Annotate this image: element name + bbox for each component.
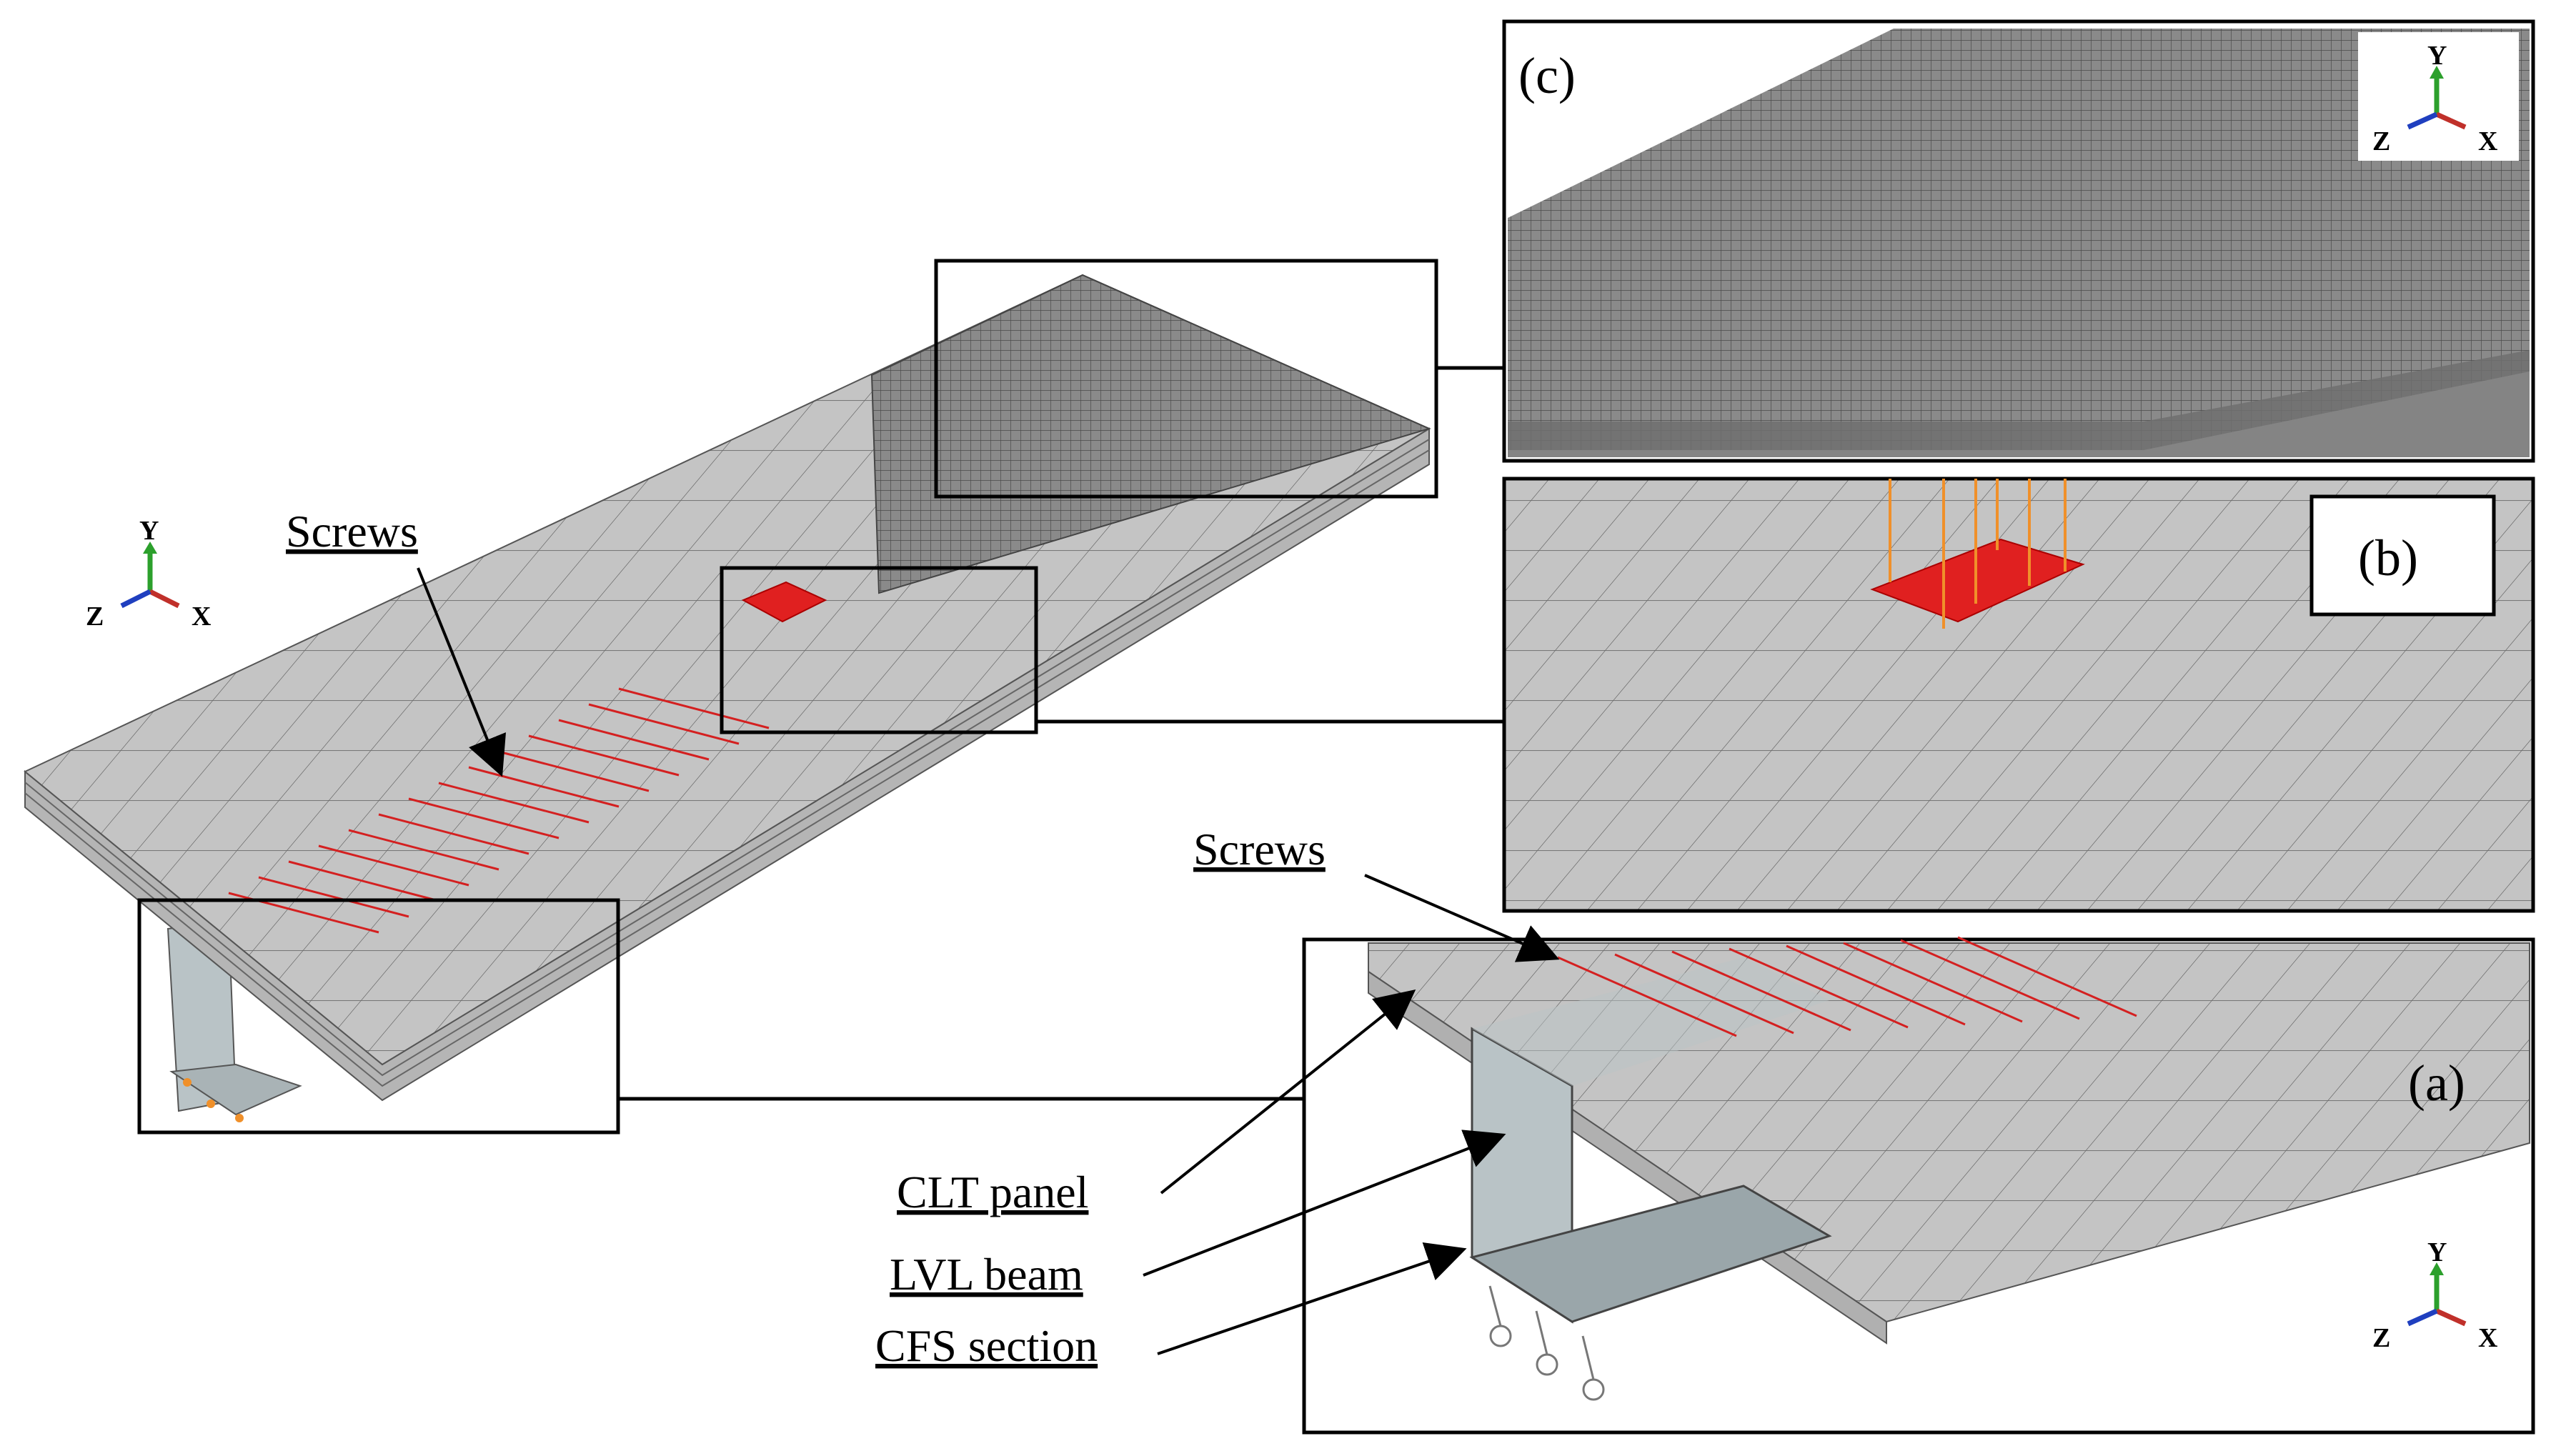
panel-c-label: (c) <box>1518 47 1576 104</box>
screw <box>528 734 680 777</box>
screw <box>1786 944 1966 1026</box>
screw <box>1729 947 1909 1029</box>
lvl-beam-arrow <box>1143 1130 1506 1277</box>
panel-c-axis-triad: Y X Z <box>2358 32 2519 161</box>
screws-main-arrow <box>417 567 507 777</box>
screw <box>1957 936 2137 1017</box>
screw <box>378 813 529 855</box>
panel-layer-lines <box>24 439 1430 1087</box>
panel-b-label: (b) <box>2358 529 2418 587</box>
screw <box>348 829 499 871</box>
panel-a-supports <box>1488 1285 1605 1401</box>
screw <box>1843 942 2023 1023</box>
screw <box>1557 956 1737 1037</box>
panel-c-axis-y: Y <box>2427 41 2447 71</box>
screw <box>588 703 740 745</box>
clt-panel-arrow <box>1160 989 1416 1195</box>
callout-connectors <box>618 366 1504 1101</box>
panel-b-load-arrows <box>1889 479 2067 629</box>
screw <box>318 844 469 887</box>
panel-a-beam-flange <box>1469 1185 1832 1323</box>
panel-a-axis-z: Z <box>2372 1323 2390 1353</box>
callout-box-a <box>137 898 620 1135</box>
main-axis-triad: Y X Z <box>86 516 211 632</box>
main-supports <box>183 1078 244 1122</box>
screw <box>288 860 439 902</box>
panel-a-axis-x: X <box>2478 1323 2497 1353</box>
cfs-section-arrow <box>1157 1242 1467 1355</box>
callout-box-c <box>934 259 1438 499</box>
main-axis-z-label: Z <box>86 602 104 632</box>
panel-c-side <box>1508 350 2530 457</box>
main-screws <box>228 687 770 934</box>
fine-mesh-region <box>870 274 1431 594</box>
screw <box>1671 950 1851 1032</box>
screw <box>1614 953 1794 1034</box>
panel-c-axis-z: Z <box>2372 126 2390 156</box>
screw <box>558 719 710 761</box>
screw <box>258 876 409 918</box>
main-beam-flange <box>169 1063 302 1116</box>
screws-detail-label: Screws <box>1193 824 1326 874</box>
lvl-beam-label: LVL beam <box>890 1249 1083 1300</box>
main-axis-x-label: X <box>192 602 211 632</box>
screw <box>618 687 770 729</box>
panel-c-axis-x: X <box>2478 126 2497 156</box>
panel-a-axis-triad: Y X Z <box>2372 1237 2497 1353</box>
panel-a-axis-y: Y <box>2427 1237 2447 1267</box>
screw <box>498 750 650 792</box>
screw <box>1900 939 2080 1020</box>
panel-a-label: (a) <box>2408 1054 2465 1112</box>
main-model <box>24 274 1431 1122</box>
screws-detail-arrow <box>1364 874 1560 962</box>
panel-a: (a) Y X Z <box>1302 936 2535 1435</box>
main-axis-y-label: Y <box>139 516 159 546</box>
screws-main-label: Screws <box>286 506 418 557</box>
clt-panel-label: CLT panel <box>897 1167 1088 1217</box>
panel-a-screws <box>1557 936 2137 1037</box>
main-load-pad <box>741 581 827 623</box>
cfs-section-label: CFS section <box>875 1320 1098 1371</box>
panel-a-beam-top <box>1472 957 1829 1086</box>
screw <box>408 797 560 839</box>
panel-b: (b) <box>1502 477 2535 913</box>
panel-c: (c) Y X Z <box>1502 19 2535 463</box>
screw <box>438 782 590 824</box>
callout-box-b <box>720 566 1038 734</box>
